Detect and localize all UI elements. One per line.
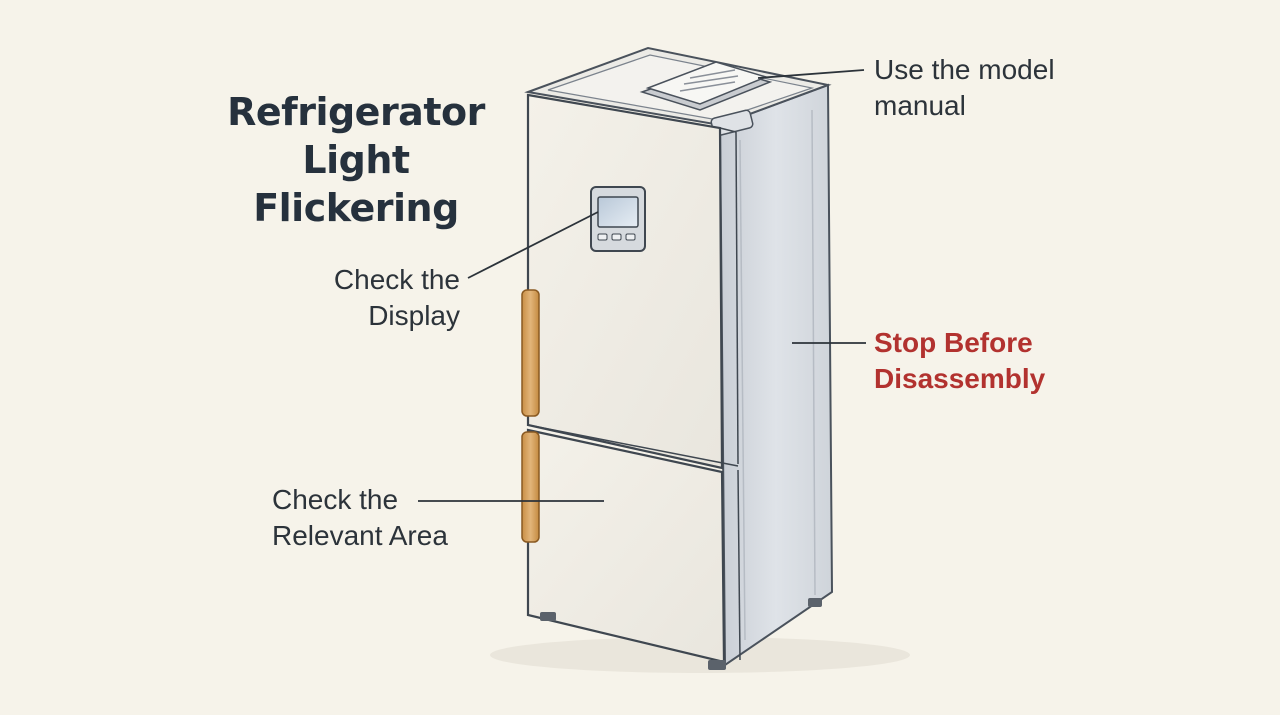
callout-area-line-1: Check the [272, 484, 399, 515]
fridge-upper-door [526, 93, 724, 470]
upper-door-handle [521, 289, 540, 417]
door-edge-line [737, 469, 741, 661]
title-line-2: Light Flickering [253, 138, 459, 230]
side-shading-line [811, 109, 816, 596]
door-edge-line [719, 127, 737, 133]
side-shading-line [739, 139, 746, 641]
door-gap-line [527, 424, 739, 467]
fridge-foot [540, 612, 556, 621]
leader-line-display [467, 211, 599, 279]
callout-manual-line-2: manual [874, 90, 966, 121]
leader-line-manual [757, 69, 865, 79]
fridge-lower-door [526, 428, 726, 664]
callout-stop-line-2: Disassembly [874, 363, 1046, 394]
callout-manual: Use the model manual [874, 52, 1055, 124]
lower-door-handle [521, 431, 540, 543]
title-line-1: Refrigerator [227, 90, 485, 134]
callout-display: Check the Display [330, 262, 460, 334]
callout-stop-line-1: Stop Before [874, 327, 1033, 358]
control-display-icon [590, 186, 646, 252]
door-edge-line [735, 131, 739, 465]
page-title: Refrigerator Light Flickering [206, 88, 506, 232]
callout-display-line-2: Display [368, 300, 460, 331]
callout-area: Check the Relevant Area [272, 482, 448, 554]
callout-display-line-1: Check the [333, 264, 460, 295]
callout-stop: Stop Before Disassembly [874, 325, 1045, 397]
model-manual-icon [639, 61, 773, 111]
fridge-foot [808, 598, 822, 607]
callout-area-line-2: Relevant Area [272, 520, 448, 551]
callout-manual-line-1: Use the model [874, 54, 1055, 85]
fridge-foot [708, 660, 726, 670]
